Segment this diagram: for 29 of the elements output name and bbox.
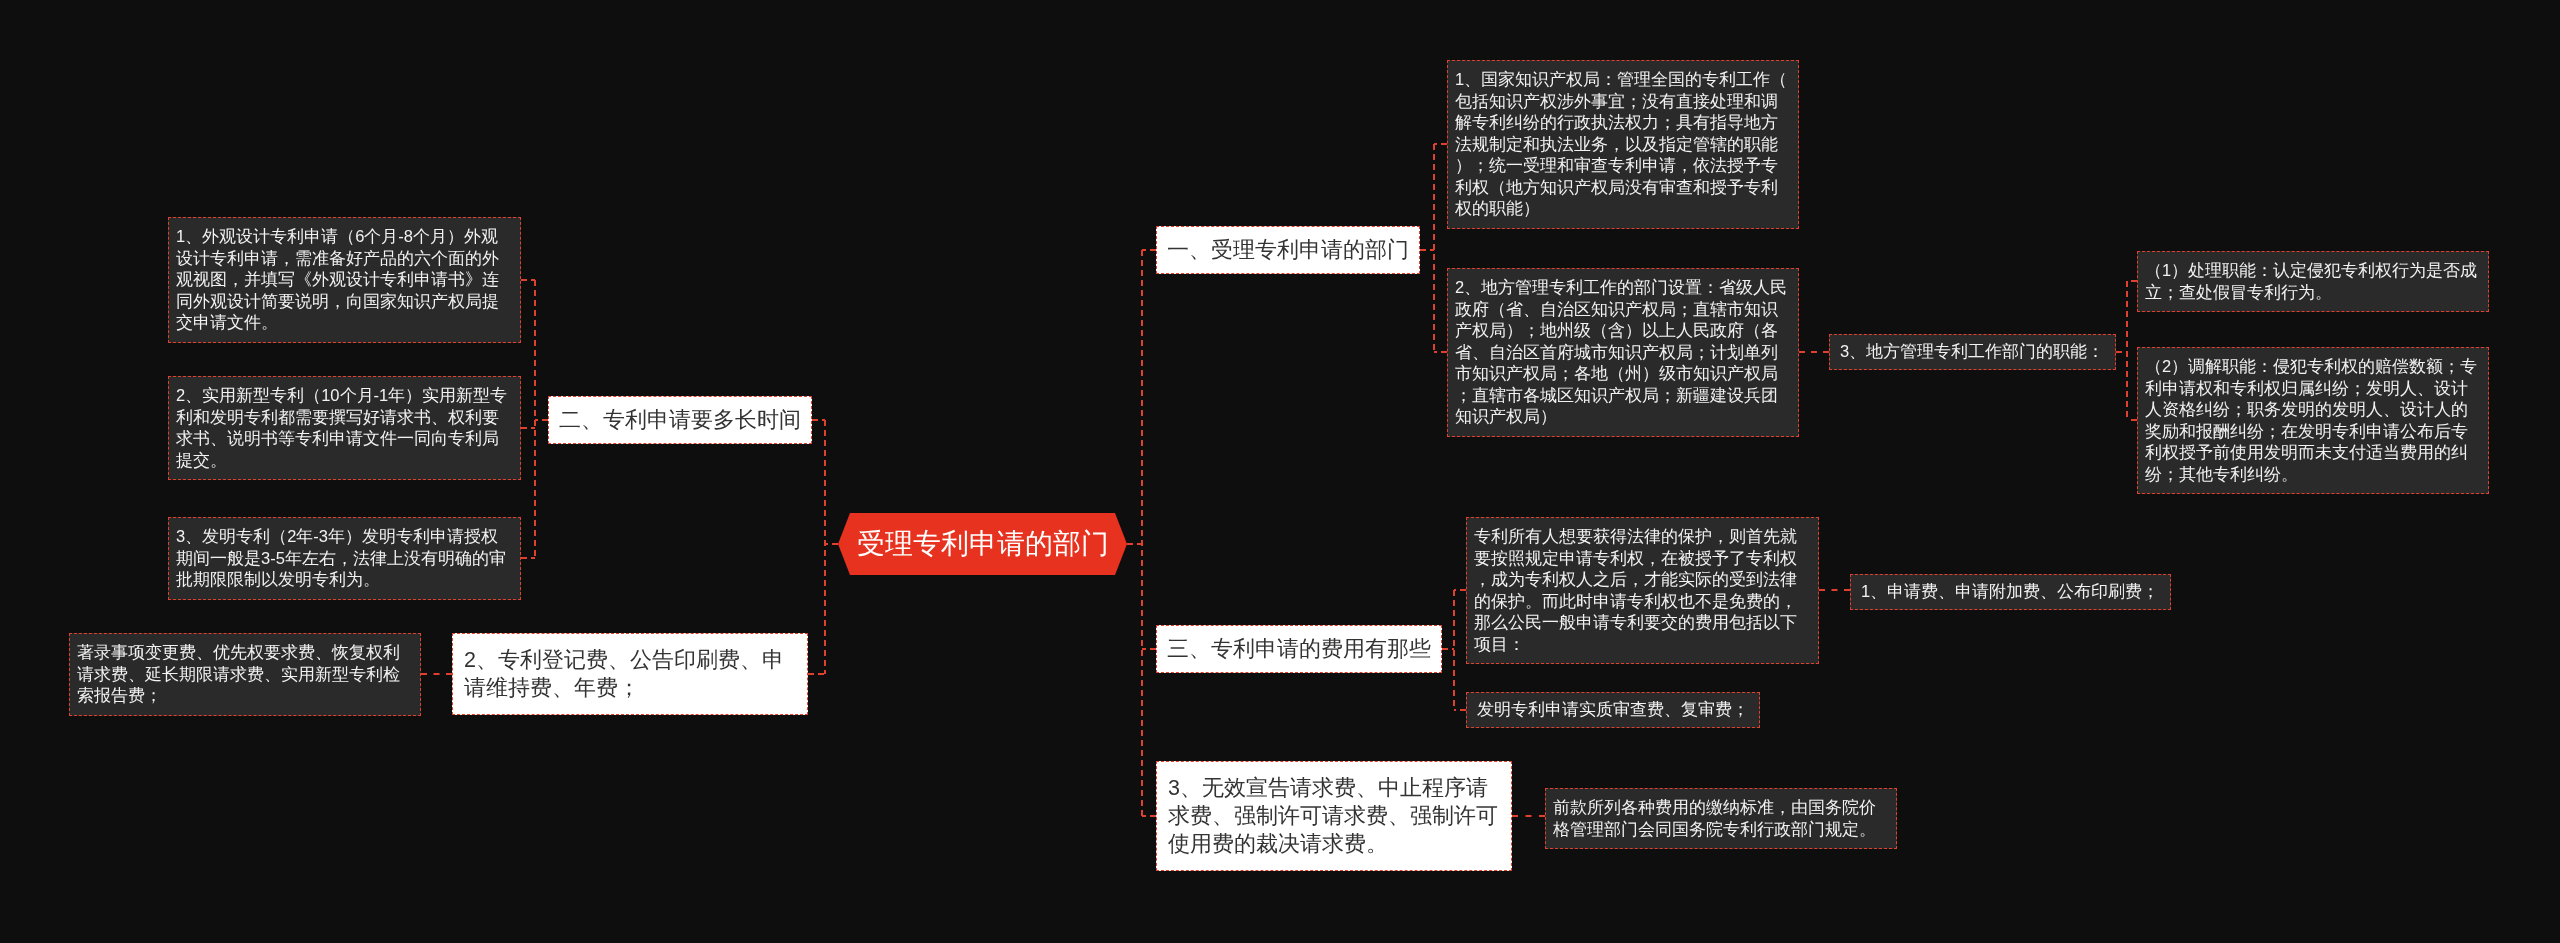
connector-line	[1798, 351, 1830, 353]
branch-box: 二、专利申请要多长时间	[548, 396, 812, 444]
note-box: （2）调解职能：侵犯专利权的赔偿数额；专利申请权和专利权归属纠纷；发明人、设计人资格纠纷；职务发明的发明人、设计人的奖励和报酬纠纷；在发明专利申请公布后专利权授予前使用发明而未支付适当费用的纠纷；其他专利纠纷。	[2137, 347, 2489, 494]
branch-box: 三、专利申请的费用有那些	[1156, 625, 1442, 673]
note-box: 专利所有人想要获得法律的保护，则首先就要按照规定申请专利权，在被授予了专利权，成为专利权人之后，才能实际的受到法律的保护。而此时申请专利权也不是免费的，那么公民一般申请专利要交的费用包括以下项目：	[1466, 517, 1819, 664]
branch-box: 3、无效宣告请求费、中止程序请求费、强制许可请求费、强制许可使用费的裁决请求费。	[1156, 761, 1512, 871]
branch-box: 一、受理专利申请的部门	[1156, 226, 1420, 274]
note-box: 3、地方管理专利工作部门的职能：	[1829, 334, 2116, 370]
note-box: 发明专利申请实质审查费、复审费；	[1466, 692, 1760, 728]
connector-line	[1419, 143, 1448, 353]
connector-line	[1511, 815, 1546, 817]
note-box: 1、申请费、申请附加费、公布印刷费；	[1850, 574, 2171, 610]
note-box: 2、实用新型专利（10个月-1年）实用新型专利和发明专利都需要撰写好请求书、权利要求书、说明书等专利申请文件一同向专利局提交。	[168, 376, 521, 480]
connector-line	[1441, 589, 1467, 711]
connector-line	[520, 279, 549, 559]
branch-box: 2、专利登记费、公告印刷费、申请维持费、年费；	[452, 633, 808, 715]
note-box: 1、国家知识产权局：管理全国的专利工作（包括知识产权涉外事宜；没有直接处理和调解专利纠纷的行政执法权力；具有指导地方法规制定和执法业务，以及指定管辖的职能）；统一受理和审查专利申请，依法授予专利权（地方知识产权局没有审查和授予专利权的职能）	[1447, 60, 1799, 229]
note-box: 1、外观设计专利申请（6个月-8个月）外观设计专利申请，需准备好产品的六个面的外观视图，并填写《外观设计专利申请书》连同外观设计简要说明，向国家知识产权局提交申请文件。	[168, 217, 521, 343]
topic-hexagon: 受理专利申请的部门	[838, 513, 1127, 575]
connector-line	[1818, 589, 1851, 591]
note-box: 3、发明专利（2年-3年）发明专利申请授权期间一般是3-5年左右，法律上没有明确的审批期限限制以发明专利为。	[168, 517, 521, 600]
note-box: 著录事项变更费、优先权要求费、恢复权利请求费、延长期限请求费、实用新型专利检索报告费；	[69, 633, 421, 716]
connector-line	[1126, 249, 1157, 817]
connector-line	[420, 673, 453, 675]
note-box: 前款所列各种费用的缴纳标准，由国务院价格管理部门会同国务院专利行政部门规定。	[1545, 788, 1897, 849]
note-box: （1）处理职能：认定侵犯专利权行为是否成立；查处假冒专利行为。	[2137, 251, 2489, 312]
connector-line	[807, 419, 839, 675]
connector-line	[2115, 280, 2138, 421]
note-box: 2、地方管理专利工作的部门设置：省级人民政府（省、自治区知识产权局；直辖市知识产权局）；地州级（含）以上人民政府（各省、自治区首府城市知识产权局；计划单列市知识产权局；各地（州）级市知识产权局；直辖市各城区知识产权局；新疆建设兵团知识产权局）	[1447, 268, 1799, 437]
